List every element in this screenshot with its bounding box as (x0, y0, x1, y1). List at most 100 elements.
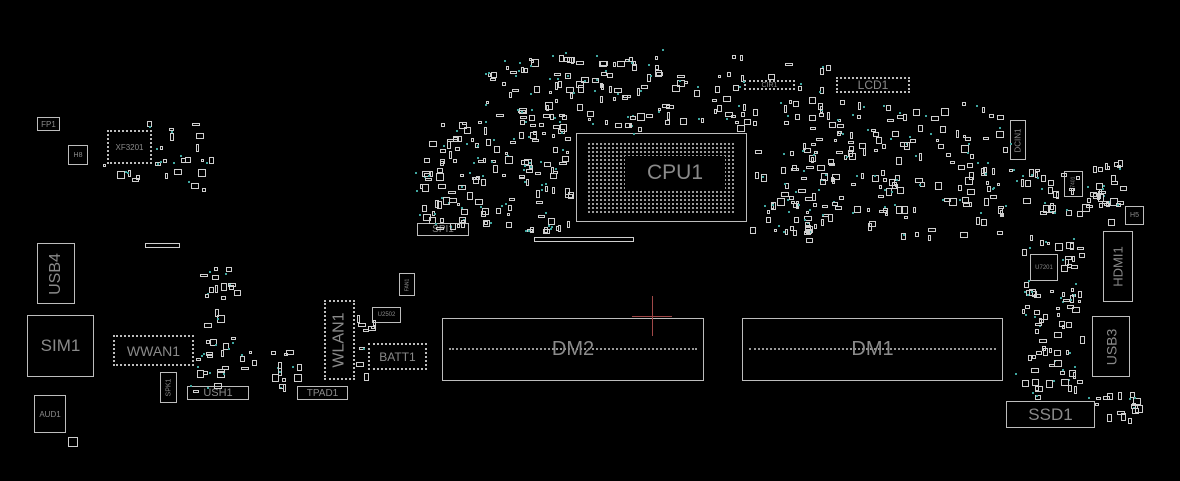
smd-component (646, 73, 651, 82)
smd-component (1093, 166, 1098, 174)
component-ush1[interactable]: USH1 (187, 386, 249, 400)
smd-component (955, 130, 959, 139)
component-h5[interactable]: H5 (1125, 206, 1144, 225)
via (1036, 394, 1039, 397)
component-usb3[interactable]: USB3 (1092, 316, 1130, 377)
via (279, 387, 282, 390)
smd-component (1024, 305, 1030, 310)
component-hdmi1[interactable]: HDMI1 (1103, 231, 1133, 302)
smd-component (1071, 307, 1080, 314)
smd-component (207, 354, 214, 359)
smd-component (809, 96, 817, 104)
component-u7401[interactable]: U7401 (1064, 171, 1083, 197)
smd-component (523, 67, 528, 73)
component-fp1[interactable]: FP1 (37, 117, 60, 131)
component-wlan1[interactable]: WLAN1 (324, 300, 355, 380)
smd-component (1097, 193, 1100, 201)
via (201, 355, 204, 358)
via (890, 138, 893, 141)
smd-component (436, 226, 445, 230)
via (489, 221, 492, 224)
smd-component (1062, 298, 1070, 302)
component-label: USB3 (1103, 328, 1120, 365)
component-spk1[interactable]: SPK1 (160, 372, 177, 403)
via (552, 54, 555, 57)
component-xf3201[interactable]: XF3201 (107, 130, 152, 164)
component-dm2[interactable]: DM2 (442, 318, 704, 381)
smd-component (792, 164, 798, 171)
smd-component (1041, 175, 1047, 183)
via (1070, 299, 1073, 302)
smd-component (646, 114, 653, 119)
smd-component (833, 139, 837, 143)
via (1029, 246, 1031, 249)
smd-component (495, 207, 501, 214)
smd-component (557, 225, 561, 233)
component-h8[interactable]: H8 (68, 145, 88, 165)
component-u7201[interactable]: U7201 (1030, 254, 1058, 281)
component-ssd1[interactable]: SSD1 (1006, 401, 1095, 428)
component-cpu1[interactable]: CPU1 (576, 133, 747, 222)
smd-component (821, 205, 828, 209)
via (968, 143, 971, 146)
component-label: H8 (73, 151, 83, 159)
component-sim1[interactable]: SIM1 (27, 315, 94, 377)
smd-component (875, 136, 882, 144)
smd-component (1056, 312, 1060, 317)
component-dcin1[interactable]: DCIN1 (1010, 120, 1026, 160)
via (896, 179, 899, 182)
component-wwan1[interactable]: WWAN1 (113, 335, 194, 366)
smd-component (485, 101, 489, 105)
via (1069, 352, 1072, 355)
via (554, 116, 557, 119)
via (231, 342, 234, 345)
smd-component (909, 139, 916, 144)
smd-component (538, 214, 546, 218)
component-batt1[interactable]: BATT1 (368, 343, 427, 370)
smd-component (616, 60, 625, 67)
smd-component (507, 213, 511, 217)
smd-component (901, 206, 908, 215)
via (958, 198, 961, 201)
via (783, 182, 786, 185)
smd-component (544, 186, 548, 193)
via (809, 208, 812, 211)
component-lcd1[interactable]: LCD1 (836, 77, 910, 93)
smd-component (1061, 265, 1069, 273)
smd-component (209, 338, 217, 346)
smd-component (1055, 307, 1060, 311)
smd-component (480, 210, 486, 217)
component-label: WWAN1 (126, 342, 181, 359)
smd-component (429, 140, 438, 147)
smd-component (718, 74, 722, 78)
via (803, 169, 806, 172)
smd-component (449, 150, 453, 159)
smd-component (760, 173, 767, 182)
smd-component (964, 176, 973, 185)
component-tpad1[interactable]: TPAD1 (297, 386, 348, 400)
via (561, 148, 564, 151)
component-dm1[interactable]: DM1 (742, 318, 1003, 381)
component-usb4[interactable]: USB4 (37, 243, 75, 304)
via (1088, 396, 1091, 399)
smd-component (200, 158, 204, 162)
via (1062, 259, 1065, 262)
component-label: FAN1 (403, 278, 410, 291)
via (1065, 208, 1068, 211)
component-u2502[interactable]: U2502 (372, 307, 401, 323)
smd-component (221, 295, 227, 300)
smd-component (565, 87, 574, 94)
component-cir1[interactable]: CIR1 (744, 80, 795, 90)
component-fan1[interactable]: FAN1 (399, 273, 415, 296)
via (986, 162, 989, 165)
smd-component (914, 232, 919, 238)
smd-component (478, 159, 485, 163)
smd-component (457, 202, 461, 206)
via (559, 120, 562, 123)
smd-component (201, 187, 206, 192)
via (583, 80, 586, 83)
smd-component (992, 167, 996, 175)
smd-component (1076, 380, 1083, 385)
component-aud1[interactable]: AUD1 (34, 395, 66, 433)
